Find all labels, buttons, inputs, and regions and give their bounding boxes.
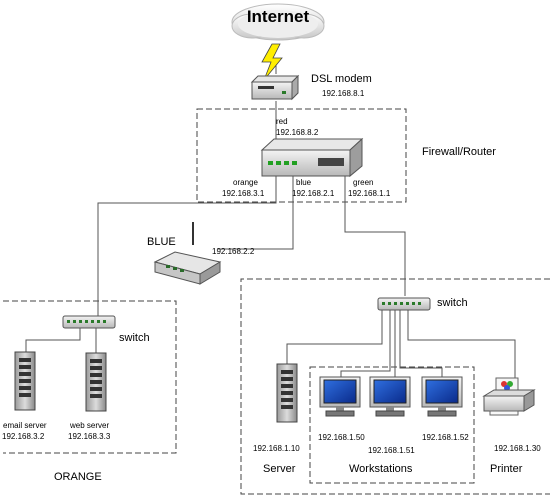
green-zone-boundary xyxy=(240,278,550,495)
dsl-modem-icon xyxy=(250,74,300,101)
internet-cloud xyxy=(231,3,325,41)
email-server-label: email server xyxy=(3,421,47,430)
internet-label: Internet xyxy=(247,7,310,26)
red-interface-ip: 192.168.8.2 xyxy=(276,128,319,137)
workstation-2-icon xyxy=(369,376,411,417)
blue-zone-label: BLUE xyxy=(147,236,176,248)
workstation-3-icon xyxy=(421,376,463,417)
blue-interface-name: blue xyxy=(296,178,312,187)
firewall-router-label: Firewall/Router xyxy=(422,146,496,158)
printer-icon xyxy=(482,377,536,416)
green-interface-name: green xyxy=(353,178,373,187)
green-interface-ip: 192.168.1.1 xyxy=(348,189,391,198)
web-server-label: web server xyxy=(69,421,109,430)
web-server-icon xyxy=(85,352,107,412)
green-switch-icon xyxy=(377,297,431,311)
server-ip: 192.168.1.10 xyxy=(253,444,300,453)
access-point-ip: 192.168.2.2 xyxy=(212,247,255,256)
workstations-group-boundary xyxy=(309,366,475,484)
orange-zone-label: ORANGE xyxy=(54,471,102,483)
firewall-zone-boundary xyxy=(196,108,407,203)
workstation-2-ip: 192.168.1.51 xyxy=(368,446,415,455)
orange-switch-icon xyxy=(62,315,116,329)
orange-switch-label: switch xyxy=(119,332,150,344)
red-interface-name: red xyxy=(276,117,288,126)
orange-zone-boundary xyxy=(3,300,177,454)
workstations-label: Workstations xyxy=(349,463,413,475)
blue-interface-ip: 192.168.2.1 xyxy=(292,189,335,198)
workstation-1-icon xyxy=(319,376,361,417)
server-icon xyxy=(276,363,298,423)
dsl-modem-ip: 192.168.8.1 xyxy=(322,89,365,98)
server-label: Server xyxy=(263,463,296,475)
orange-interface-name: orange xyxy=(233,178,258,187)
green-switch-label: switch xyxy=(437,297,468,309)
network-links xyxy=(25,58,516,378)
lightning-bolt-icon xyxy=(261,43,283,81)
firewall-router-icon xyxy=(260,137,364,178)
email-server-icon xyxy=(14,351,36,411)
printer-label: Printer xyxy=(490,463,523,475)
web-server-ip: 192.168.3.3 xyxy=(68,432,111,441)
printer-ip: 192.168.1.30 xyxy=(494,444,541,453)
dsl-modem-label: DSL modem xyxy=(311,73,372,85)
workstation-1-ip: 192.168.1.50 xyxy=(318,433,365,442)
email-server-ip: 192.168.3.2 xyxy=(2,432,45,441)
workstation-3-ip: 192.168.1.52 xyxy=(422,433,469,442)
orange-interface-ip: 192.168.3.1 xyxy=(222,189,265,198)
wireless-access-point-icon xyxy=(153,222,222,285)
